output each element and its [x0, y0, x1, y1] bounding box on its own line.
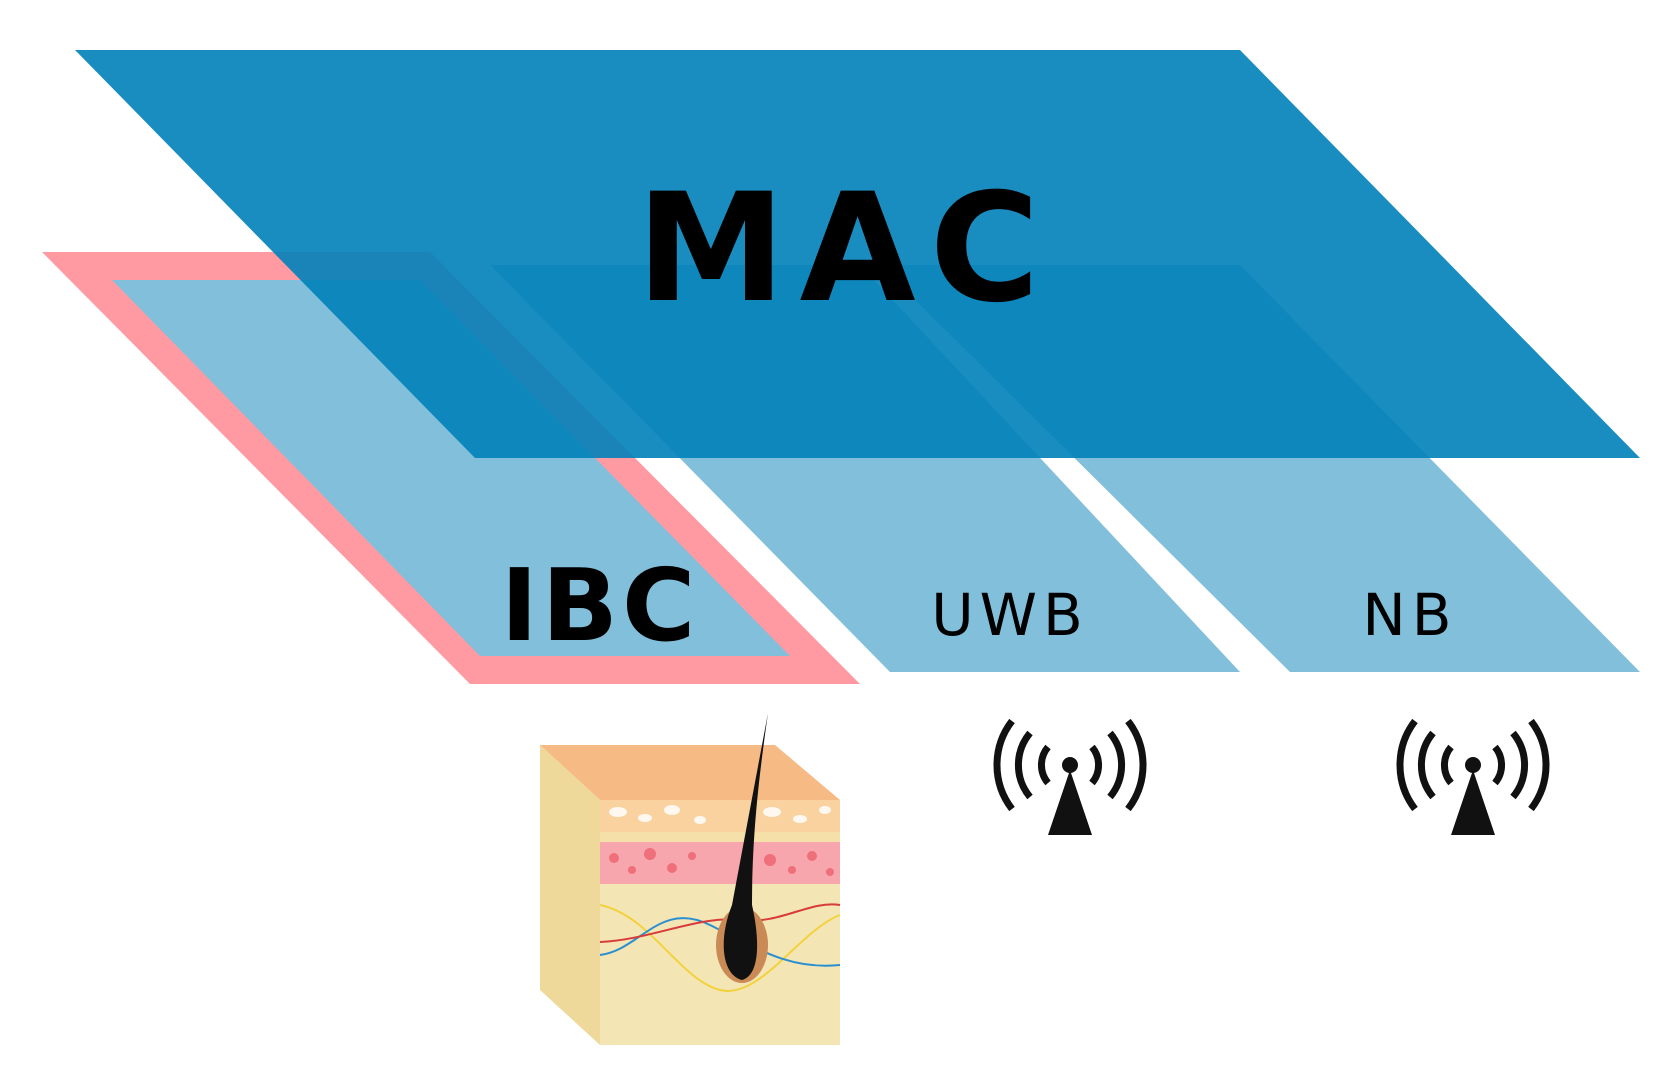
ibc-layer-plane: [112, 280, 790, 656]
mac-label: MAC: [636, 162, 1053, 336]
ibc-label: IBC: [501, 547, 700, 664]
uwb-antenna-icon: [993, 718, 1147, 835]
nb-label: NB: [1362, 581, 1457, 649]
uwb-label: UWB: [931, 581, 1089, 649]
skin-cross-section-illustration: [540, 713, 841, 1045]
nb-antenna-icon: [1396, 718, 1550, 835]
mac-layer-plane: [75, 50, 1640, 458]
